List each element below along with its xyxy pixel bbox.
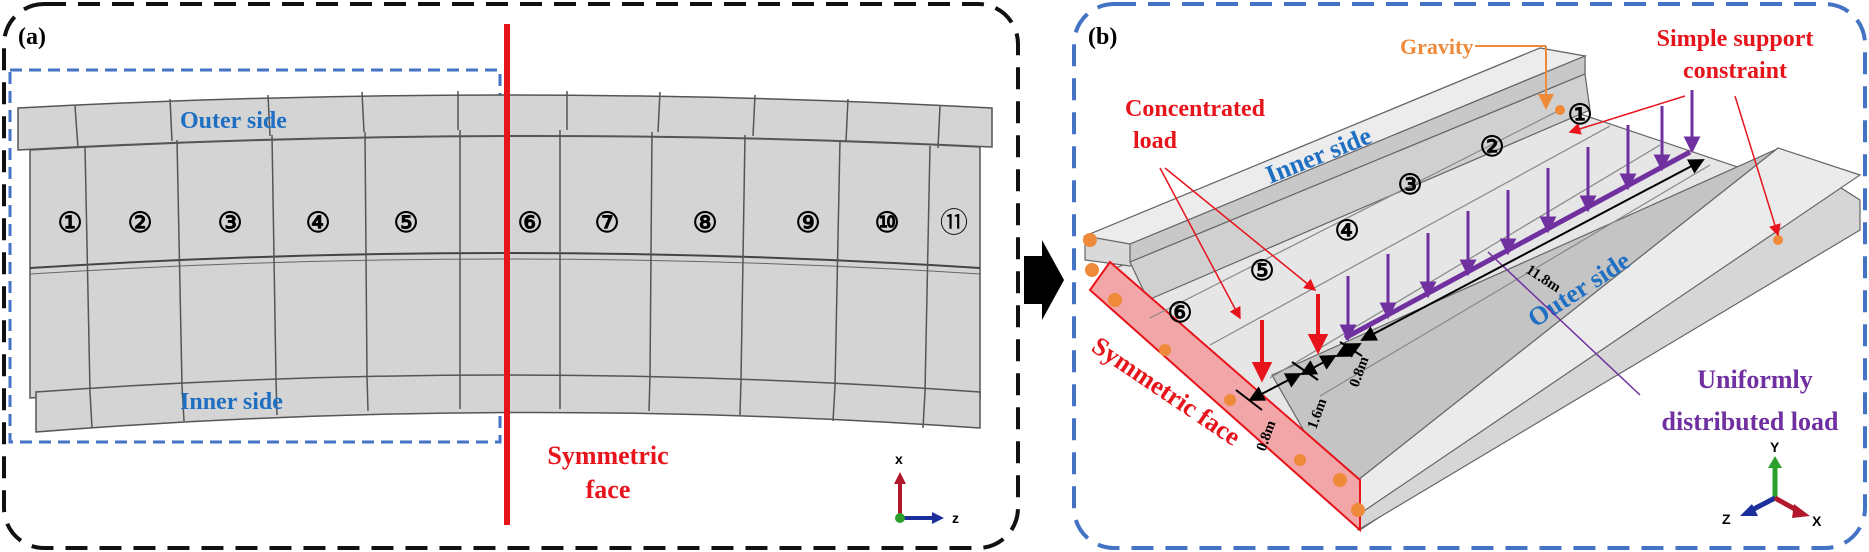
segment-number: ⑪: [940, 207, 968, 239]
segment-number: ④: [1334, 216, 1359, 247]
segment-number: ①: [57, 208, 82, 239]
axis-z-label: z: [952, 510, 959, 526]
support-pointer-1: [1568, 95, 1686, 135]
support-pointer-2: [1734, 95, 1781, 237]
panel-a: (a): [2, 2, 1020, 550]
segment-number: ④: [305, 208, 330, 239]
segment-number: ⑤: [1249, 256, 1274, 287]
axis-x-label: x: [895, 451, 903, 467]
segment-number: ⑧: [692, 208, 717, 239]
segment-number: ⑤: [393, 208, 418, 239]
segment-number: ⑨: [795, 208, 820, 239]
uniform-load-line1: Uniformly: [1697, 365, 1813, 394]
symmetric-label-line1: Symmetric: [547, 441, 668, 470]
axis-triad-b: Y Z X: [1722, 439, 1822, 529]
concentrated-load-line1: Concentrated: [1125, 96, 1266, 122]
segment-dividers: [74, 91, 941, 429]
segment-number: ⑩: [874, 208, 899, 239]
inner-web-face: [1129, 73, 1591, 301]
constraint-markers: [1083, 105, 1783, 517]
transition-arrow: [1024, 240, 1064, 320]
segment-number: ②: [127, 208, 152, 239]
dimension-lines: [1235, 159, 1705, 411]
axis-y-label: Y: [1770, 439, 1780, 455]
segment-number: ⑥: [517, 208, 542, 239]
simple-support-line2: constraint: [1683, 58, 1787, 84]
inner-side-label: Inner side: [180, 389, 283, 415]
panel-b-border: [1072, 2, 1867, 550]
symmetric-label-line2: face: [586, 475, 631, 504]
segment-number: ⑥: [1167, 298, 1192, 329]
simple-support-line1: Simple support: [1657, 26, 1814, 52]
concentrated-pointer-2: [1164, 167, 1317, 291]
panel-b-tag: (b): [1088, 24, 1117, 50]
axis-z-label-b: Z: [1722, 511, 1731, 527]
axis-triad-a: x z: [894, 451, 959, 526]
outer-side-label: Outer side: [180, 108, 287, 134]
axis-x-label-b: X: [1812, 513, 1822, 529]
segment-numbers-a: ① ② ③ ④ ⑤ ⑥ ⑦ ⑧ ⑨ ⑩ ⑪: [57, 207, 968, 239]
symmetric-face-area: [1088, 260, 1361, 533]
segment-number: ③: [1397, 170, 1422, 201]
segment-number: ⑦: [594, 208, 619, 239]
panel-a-border: [2, 2, 1020, 550]
uniform-load-line2: distributed load: [1662, 407, 1840, 436]
gravity-label: Gravity: [1400, 34, 1473, 59]
segment-number: ①: [1567, 100, 1592, 131]
concentrated-load-line2: load: [1133, 128, 1178, 154]
segment-number: ②: [1479, 132, 1504, 163]
concentrated-load-arrows: [1251, 294, 1329, 383]
panel-b: (b): [1072, 2, 1867, 550]
panel-a-tag: (a): [18, 24, 46, 50]
concentrated-pointer-1: [1159, 167, 1241, 320]
segment-number: ③: [217, 208, 242, 239]
dim-11-8m: [1360, 159, 1705, 341]
